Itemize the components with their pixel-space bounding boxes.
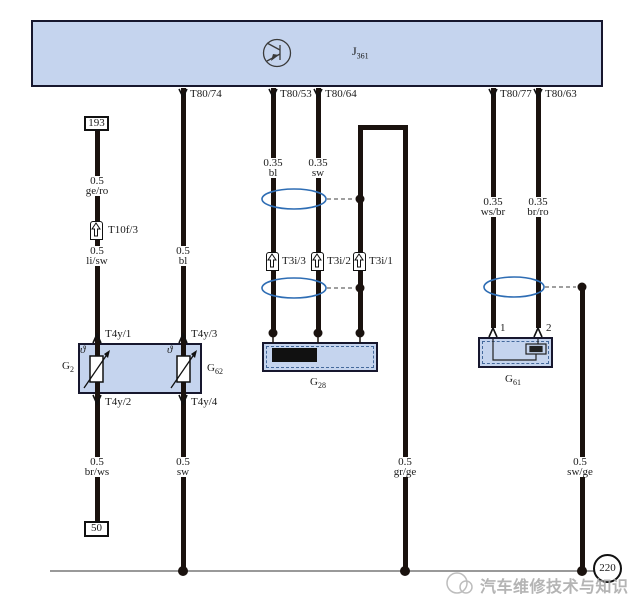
pin-label-t80-77: T80/77	[500, 88, 532, 100]
theta-symbol-g2: ϑ	[80, 344, 86, 356]
wire-c2-inbox-top	[181, 341, 186, 357]
pin-label-t80-74: T80/74	[190, 88, 222, 100]
component-label-g2: G2	[62, 360, 74, 375]
connector-icon-t10f3	[90, 221, 103, 240]
inner-dashed-border	[266, 346, 374, 368]
wire-c4	[316, 88, 321, 333]
inner-dashed-border	[482, 341, 549, 364]
junction-dots	[178, 194, 587, 576]
connector-label-t3i2: T3i/2	[327, 255, 351, 267]
control-unit-label: J361	[352, 44, 369, 61]
connector-icon-t3i2	[311, 252, 324, 271]
terminal-box-193: 193	[84, 116, 109, 131]
wire-c9	[580, 287, 585, 571]
pin-label-t80-64: T80/64	[325, 88, 357, 100]
pin-label-t4y1: T4y/1	[105, 328, 132, 340]
sensor-box-g28	[262, 342, 378, 372]
pin-label-t4y4: T4y/4	[191, 396, 218, 408]
sensor-box-g61	[478, 337, 553, 368]
pin-arrow-icon	[354, 253, 364, 268]
wire-c3	[271, 88, 276, 333]
connector-icon-t3i1	[353, 252, 366, 271]
component-label-g28: G28	[310, 376, 326, 391]
theta-symbol-g62: ϑ	[167, 344, 173, 356]
control-unit-box	[31, 20, 603, 87]
wire-c5-c6-bridge	[358, 125, 408, 130]
pin-arrow-icon	[267, 253, 277, 268]
pin-arrow-icon	[91, 222, 101, 237]
pin-label-g61-1: 1	[500, 322, 506, 334]
watermark-text: 汽车维修技术与知识	[480, 579, 629, 596]
pin-label-t80-63: T80/63	[545, 88, 577, 100]
wire-c1-inbox-top	[95, 341, 100, 357]
wire-c1-inbox-bottom	[95, 379, 100, 396]
wire-c2-inbox-bottom	[181, 379, 186, 396]
wire-c2-upper	[181, 88, 186, 343]
watermark-logo-icon	[446, 572, 473, 594]
connector-label-t10f3: T10f/3	[108, 224, 138, 236]
component-label-g62: G62	[207, 362, 223, 377]
wire-c2-lower	[181, 394, 186, 571]
pin-label-t80-53: T80/53	[280, 88, 312, 100]
wire-c5	[358, 125, 363, 333]
wire-c6	[403, 125, 408, 571]
pin-label-g61-2: 2	[546, 322, 552, 334]
pin-label-t4y2: T4y/2	[105, 396, 132, 408]
terminal-circle-220: 220	[593, 554, 622, 583]
pin-label-t4y3: T4y/3	[191, 328, 218, 340]
connector-label-t3i3: T3i/3	[282, 255, 306, 267]
connector-icon-t3i3	[266, 252, 279, 271]
terminal-box-50: 50	[84, 521, 109, 537]
component-label-g61: G61	[505, 373, 521, 388]
connector-label-t3i1: T3i/1	[369, 255, 393, 267]
pin-arrow-icon	[312, 253, 322, 268]
